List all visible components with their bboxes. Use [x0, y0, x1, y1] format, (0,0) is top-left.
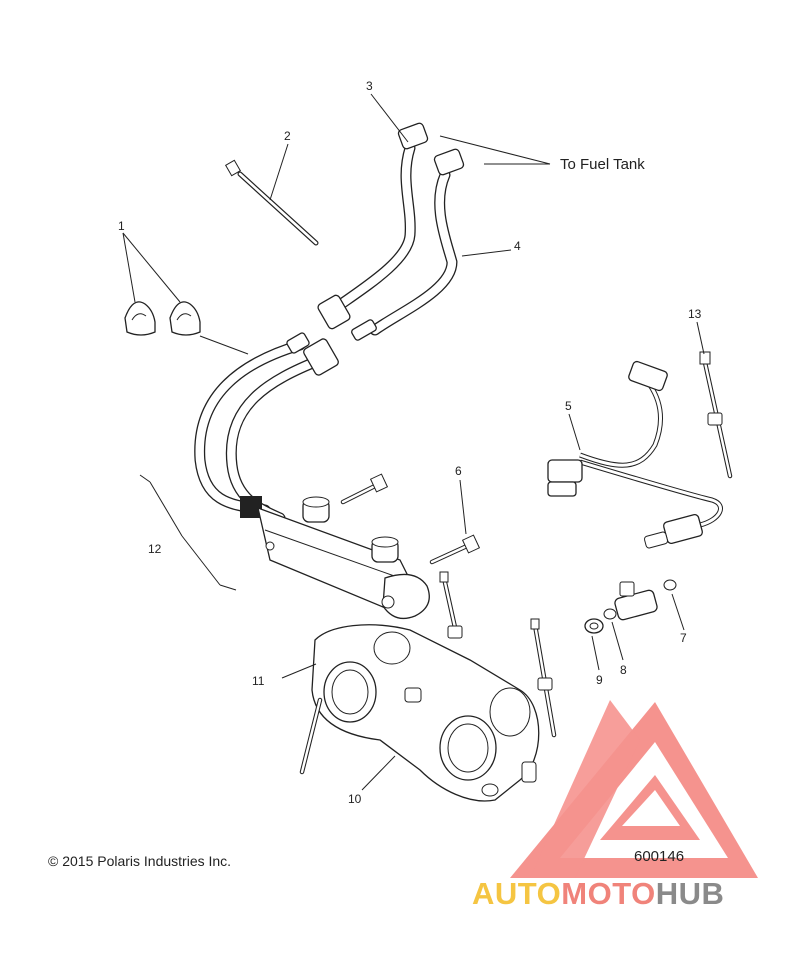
watermark-text-hub: HUB: [656, 876, 725, 911]
callout-8: 8: [620, 663, 627, 677]
sensor-probe-part: [699, 351, 733, 479]
hose-clip-part: [124, 301, 201, 336]
diagram-id: 600146: [634, 848, 684, 865]
callout-6: 6: [455, 464, 462, 478]
throttle-body-part: [299, 624, 540, 802]
watermark-text-moto: MOTO: [561, 876, 655, 911]
callout-10: 10: [348, 792, 362, 806]
wiring-harness-part: [547, 360, 723, 549]
callout-5: 5: [565, 399, 572, 413]
callout-11: 11: [252, 674, 265, 688]
callout-7: 7: [680, 631, 687, 645]
watermark-logo-icon: [510, 700, 758, 878]
copyright-text: © 2015 Polaris Industries Inc.: [48, 853, 231, 869]
callout-4: 4: [514, 239, 521, 253]
seal-parts: [584, 579, 677, 634]
callout-12: 12: [148, 542, 162, 556]
callout-2: 2: [284, 129, 291, 143]
callout-1: 1: [118, 219, 125, 233]
leader-lines: [122, 93, 705, 791]
watermark-text-auto: AUTO: [472, 876, 561, 911]
bolt-part: [340, 473, 481, 565]
callout-9: 9: [596, 673, 603, 687]
temperature-probe-part: [439, 571, 557, 738]
callout-3: 3: [366, 79, 373, 93]
injector-part: [614, 581, 658, 621]
watermark-text: AUTOMOTOHUB: [472, 876, 724, 911]
callout-13: 13: [688, 307, 702, 321]
fuel-tank-note: To Fuel Tank: [560, 156, 645, 173]
fuel-hose-assembly: [194, 122, 465, 524]
fuel-rail-part: [257, 496, 430, 620]
cable-tie-part: [224, 159, 319, 246]
